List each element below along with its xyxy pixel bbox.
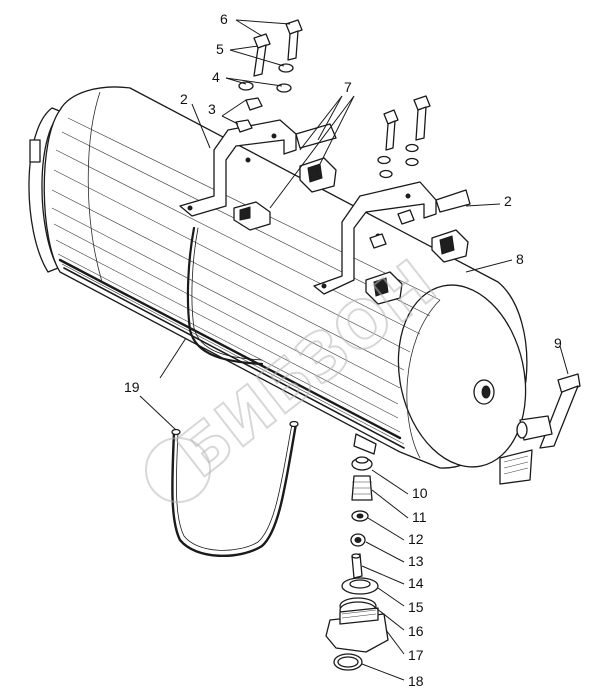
callout-9: 9	[554, 335, 562, 351]
watermark-seal-icon	[145, 437, 211, 503]
callout-15: 15	[408, 599, 424, 615]
callout-2-right: 2	[504, 193, 512, 209]
rubber-pads	[233, 157, 469, 305]
callout-19: 19	[124, 379, 140, 395]
callout-4: 4	[212, 69, 220, 85]
callout-5: 5	[216, 41, 224, 57]
callout-11: 11	[412, 509, 427, 525]
callout-12: 12	[408, 531, 424, 547]
tee-fitting	[499, 373, 581, 485]
callout-18: 18	[408, 673, 424, 689]
callout-7: 7	[344, 79, 352, 95]
air-tank	[28, 86, 528, 469]
callout-17: 17	[408, 647, 424, 663]
callout-3: 3	[208, 101, 216, 117]
callout-6: 6	[220, 11, 228, 27]
callout-16: 16	[408, 623, 424, 639]
callout-10: 10	[412, 485, 428, 501]
callout-13: 13	[408, 553, 424, 569]
callout-8: 8	[516, 251, 524, 267]
callout-2-left: 2	[180, 91, 188, 107]
callout-labels: 6 5 4 7 2 3 2 8 9 19 10 11 12 13 14 15 1…	[124, 11, 562, 689]
drain-valve-parts	[325, 456, 389, 671]
leader-lines	[139, 19, 569, 681]
drain-tube	[171, 226, 299, 557]
callout-14: 14	[408, 575, 424, 591]
